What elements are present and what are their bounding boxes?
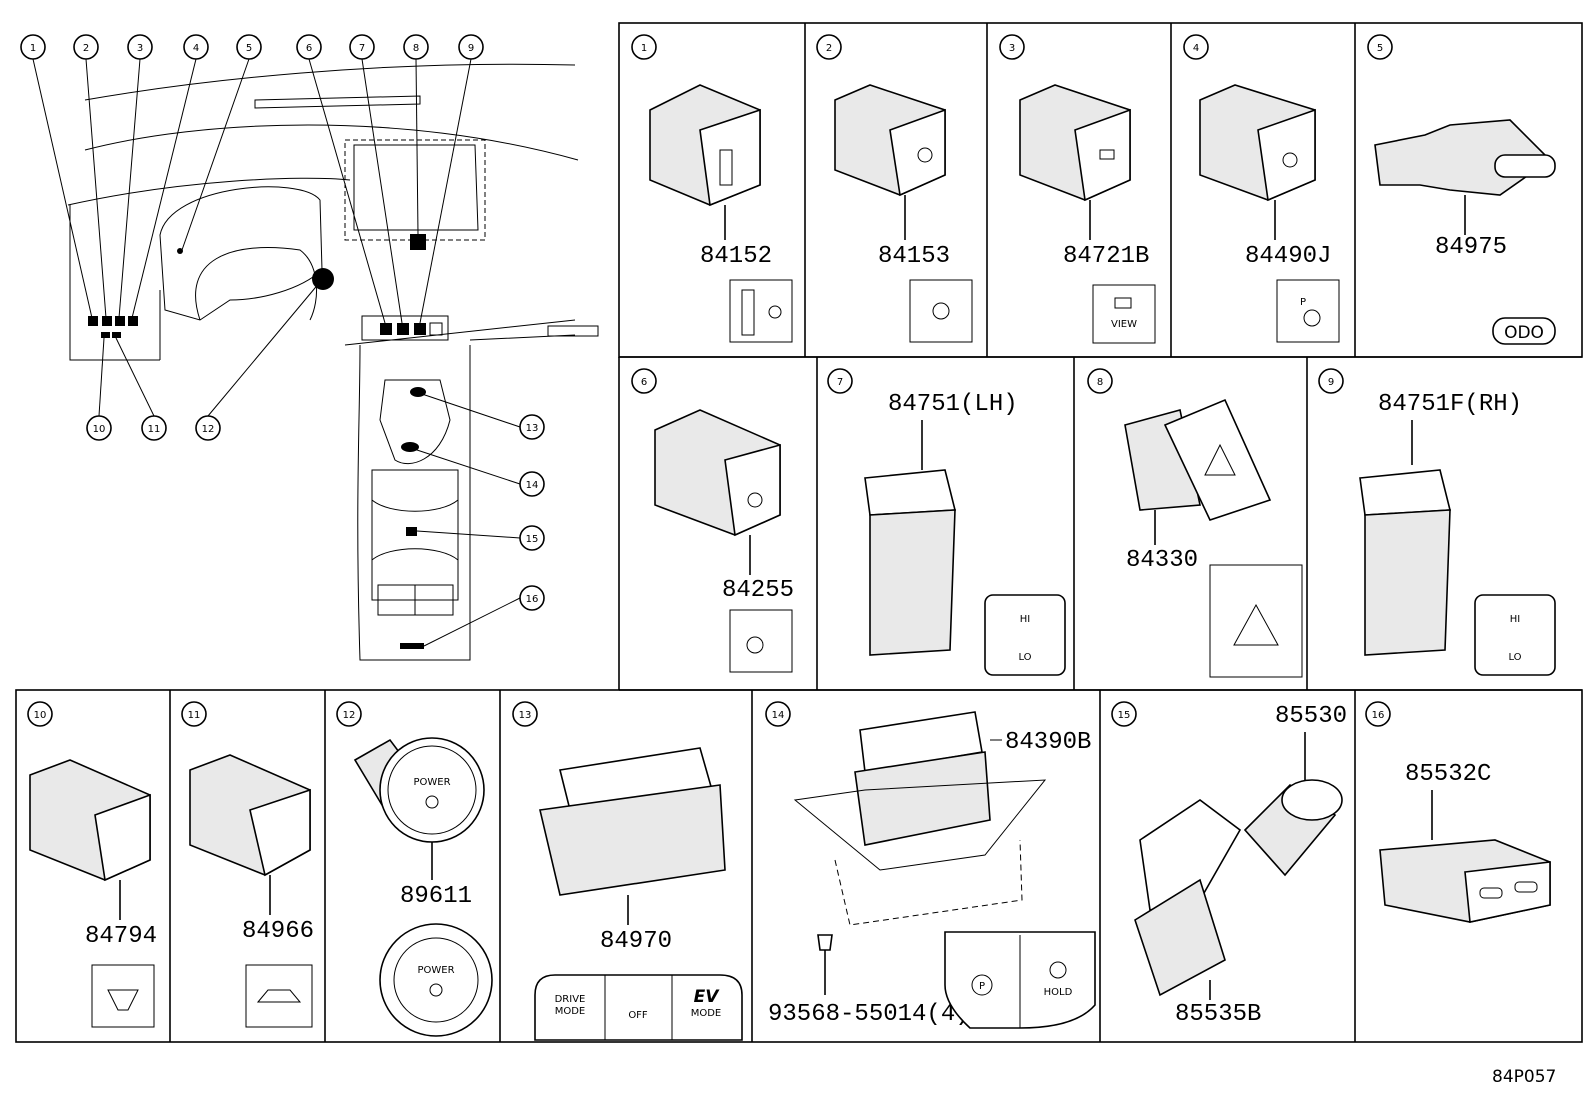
- svg-text:LO: LO: [1018, 652, 1031, 663]
- part-84490J: 84490J: [1245, 243, 1331, 270]
- svg-text:POWER: POWER: [417, 965, 454, 976]
- svg-text:8: 8: [1097, 377, 1103, 388]
- svg-text:15: 15: [1118, 710, 1131, 721]
- panel-2: 2 84153: [816, 34, 973, 343]
- overview-callouts: 1 2 3 4 5 6 7 8 9 10 11 12 13 14 15 16: [20, 34, 545, 611]
- svg-text:16: 16: [526, 594, 539, 605]
- part-93568-55014: 93568-55014(4): [768, 1001, 970, 1028]
- svg-text:7: 7: [359, 43, 365, 54]
- panel-14: 14 84390B 93568-55014(4) P HOLD: [765, 701, 1096, 1029]
- part-84152: 84152: [700, 243, 772, 270]
- svg-text:HOLD: HOLD: [1044, 987, 1073, 998]
- svg-text:1: 1: [30, 43, 36, 54]
- part-85532C: 85532C: [1405, 761, 1491, 788]
- panel-16: 16 85532C: [1365, 701, 1551, 923]
- panel-1: 1 84152: [631, 34, 793, 343]
- svg-text:ODO: ODO: [1504, 323, 1544, 343]
- part-89611: 89611: [400, 883, 472, 910]
- svg-text:13: 13: [526, 423, 539, 434]
- svg-text:12: 12: [343, 710, 356, 721]
- svg-text:LO: LO: [1508, 652, 1521, 663]
- svg-text:8: 8: [413, 43, 419, 54]
- overview-leaders: [32, 58, 521, 647]
- part-85530: 85530: [1275, 703, 1347, 730]
- part-85535B: 85535B: [1175, 1001, 1261, 1028]
- svg-text:DRIVE: DRIVE: [555, 994, 586, 1005]
- svg-text:EV: EV: [694, 987, 721, 1007]
- svg-text:POWER: POWER: [413, 777, 450, 788]
- svg-text:HI: HI: [1510, 614, 1520, 625]
- part-84975: 84975: [1435, 234, 1507, 261]
- svg-text:1: 1: [641, 43, 647, 54]
- panel-6: 6 84255: [631, 368, 794, 673]
- panel-3: 3 84721B VIEW: [999, 34, 1156, 344]
- svg-text:P: P: [979, 981, 985, 992]
- svg-text:16: 16: [1372, 710, 1385, 721]
- svg-text:MODE: MODE: [691, 1008, 722, 1019]
- panel-15: 15 85530 85535B: [1111, 701, 1347, 1028]
- dashboard-overview: 1 2 3 4 5 6 7 8 9 10 11 12 13 14 15 16: [20, 34, 599, 661]
- svg-text:13: 13: [519, 710, 532, 721]
- svg-text:MODE: MODE: [555, 1006, 586, 1017]
- panel-13: 13 84970 DRIVE MODE OFF EV MODE: [512, 701, 743, 1041]
- svg-text:4: 4: [193, 43, 199, 54]
- panel-5: 5 84975 ODO: [1367, 34, 1556, 345]
- svg-text:6: 6: [641, 377, 647, 388]
- panel-9: 9 84751F(RH) HI LO: [1318, 368, 1556, 676]
- svg-text:14: 14: [772, 710, 785, 721]
- panel-10: 10 84794: [27, 701, 157, 1028]
- svg-text:2: 2: [83, 43, 89, 54]
- svg-text:2: 2: [826, 43, 832, 54]
- part-84751-lh: 84751(LH): [888, 391, 1018, 418]
- svg-text:12: 12: [202, 424, 215, 435]
- svg-text:3: 3: [1009, 43, 1015, 54]
- svg-text:7: 7: [837, 377, 843, 388]
- part-84966: 84966: [242, 918, 314, 945]
- svg-text:11: 11: [188, 710, 201, 721]
- svg-text:15: 15: [526, 534, 539, 545]
- panel-7: 7 84751(LH) HI LO: [827, 368, 1066, 676]
- svg-text:5: 5: [246, 43, 252, 54]
- part-84330: 84330: [1126, 547, 1198, 574]
- svg-text:5: 5: [1377, 43, 1383, 54]
- part-84721B: 84721B: [1063, 243, 1149, 270]
- panel-12: 12 POWER 89611 POWER: [336, 701, 493, 1037]
- svg-text:6: 6: [306, 43, 312, 54]
- part-84153: 84153: [878, 243, 950, 270]
- part-84255: 84255: [722, 577, 794, 604]
- svg-text:OFF: OFF: [628, 1010, 648, 1021]
- svg-text:10: 10: [34, 710, 47, 721]
- svg-text:HI: HI: [1020, 614, 1030, 625]
- svg-text:9: 9: [468, 43, 474, 54]
- diagram-code: 84P057: [1492, 1067, 1556, 1087]
- svg-text:VIEW: VIEW: [1111, 319, 1137, 330]
- svg-text:4: 4: [1193, 43, 1199, 54]
- panel-8: 8 84330: [1087, 368, 1303, 678]
- svg-text:11: 11: [148, 424, 161, 435]
- part-84390B: 84390B: [1005, 729, 1091, 756]
- part-84970: 84970: [600, 928, 672, 955]
- panel-11: 11 84966: [181, 701, 314, 1028]
- panel-4: 4 84490J P: [1183, 34, 1340, 343]
- panel-frames: [15, 22, 1583, 1043]
- part-84794: 84794: [85, 923, 157, 950]
- svg-text:3: 3: [137, 43, 143, 54]
- svg-text:9: 9: [1328, 377, 1334, 388]
- part-84751F-rh: 84751F(RH): [1378, 391, 1522, 418]
- svg-text:14: 14: [526, 480, 539, 491]
- svg-text:P: P: [1300, 297, 1306, 308]
- svg-text:10: 10: [93, 424, 106, 435]
